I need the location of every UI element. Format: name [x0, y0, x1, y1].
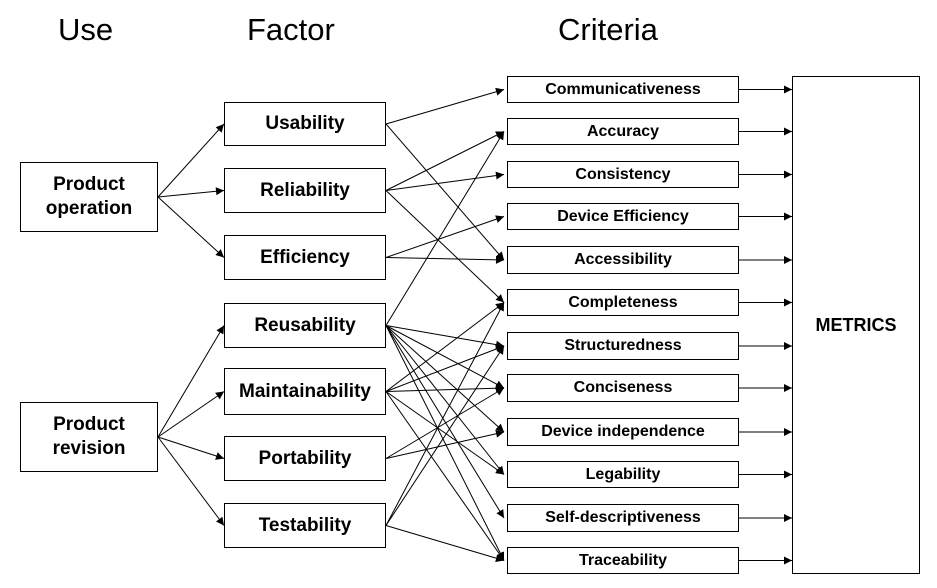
- heading-factor: Factor: [247, 12, 335, 47]
- arrow-testability-to-structuredness: [385, 345, 505, 526]
- factor-box-usability: Usability: [224, 102, 386, 146]
- arrow-revision-to-maintainability: [157, 391, 225, 438]
- arrow-operation-to-efficiency: [157, 196, 225, 258]
- criteria-box-accuracy: Accuracy: [507, 118, 739, 145]
- arrow-revision-to-testability: [157, 436, 225, 526]
- arrow-reliability-to-completeness: [385, 190, 505, 303]
- criteria-box-conciseness: Conciseness: [507, 374, 739, 402]
- arrow-reusability-to-device_independence: [385, 325, 505, 433]
- arrow-maintainability-to-legability: [385, 391, 505, 475]
- criteria-box-consistency: Consistency: [507, 161, 739, 188]
- metrics-box: METRICS: [792, 76, 920, 574]
- arrow-maintainability-to-traceability: [385, 391, 505, 561]
- heading-use: Use: [58, 12, 114, 47]
- arrow-operation-to-usability: [157, 123, 225, 198]
- arrow-efficiency-to-device_efficiency: [385, 215, 505, 258]
- criteria-box-communicativeness: Communicativeness: [507, 76, 739, 103]
- arrow-operation-to-reliability: [157, 187, 225, 198]
- arrow-reliability-to-accuracy: [385, 131, 505, 191]
- factor-box-reliability: Reliability: [224, 168, 386, 213]
- arrow-maintainability-to-structuredness: [385, 345, 505, 392]
- factor-box-reusability: Reusability: [224, 303, 386, 348]
- arrow-maintainability-to-conciseness: [385, 384, 505, 393]
- criteria-box-device-efficiency: Device Efficiency: [507, 203, 739, 230]
- arrow-usability-to-communicativeness: [385, 87, 505, 125]
- arrow-revision-to-portability: [157, 436, 225, 460]
- arrow-usability-to-accessibility: [385, 123, 505, 261]
- factor-box-maintainability: Maintainability: [224, 368, 386, 415]
- arrow-testability-to-traceability: [385, 525, 505, 563]
- criteria-box-device-independence: Device independence: [507, 418, 739, 446]
- criteria-box-accessibility: Accessibility: [507, 246, 739, 274]
- arrow-reusability-to-structuredness: [385, 325, 505, 349]
- arrow-reusability-to-conciseness: [385, 325, 505, 389]
- factor-box-portability: Portability: [224, 436, 386, 481]
- use-box-product-revision: Product revision: [20, 402, 158, 472]
- arrow-portability-to-conciseness: [385, 387, 505, 459]
- arrow-testability-to-completeness: [385, 302, 505, 526]
- arrow-reliability-to-consistency: [385, 171, 505, 191]
- arrow-reusability-to-traceability: [385, 325, 505, 561]
- criteria-box-structuredness: Structuredness: [507, 332, 739, 360]
- arrow-revision-to-reusability: [157, 325, 225, 438]
- arrow-reusability-to-legability: [385, 325, 505, 475]
- heading-criteria: Criteria: [558, 12, 658, 47]
- arrow-maintainability-to-completeness: [385, 302, 505, 392]
- arrow-efficiency-to-accessibility: [385, 255, 505, 264]
- use-box-product-operation: Product operation: [20, 162, 158, 232]
- criteria-box-self-descriptiveness: Self-descriptiveness: [507, 504, 739, 532]
- factor-box-efficiency: Efficiency: [224, 235, 386, 280]
- arrow-reusability-to-self_descriptiveness: [385, 325, 505, 519]
- criteria-box-traceability: Traceability: [507, 547, 739, 574]
- arrow-reusability-to-accuracy: [385, 131, 505, 326]
- criteria-box-completeness: Completeness: [507, 289, 739, 316]
- arrow-portability-to-device_independence: [385, 429, 505, 459]
- factor-box-testability: Testability: [224, 503, 386, 548]
- criteria-box-legability: Legability: [507, 461, 739, 488]
